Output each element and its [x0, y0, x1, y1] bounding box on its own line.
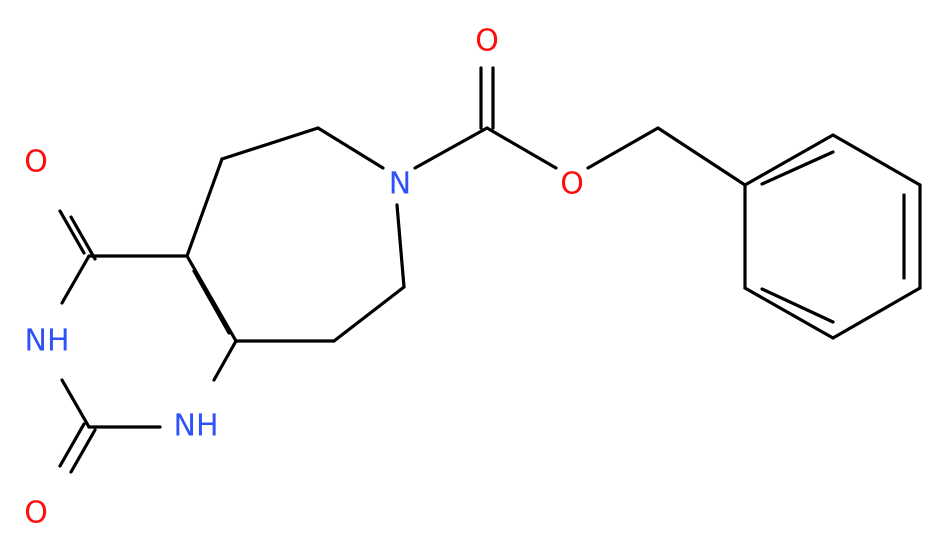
bond-ph-inner-3 [760, 287, 835, 324]
bond-n3-c4 [60, 254, 91, 305]
bond-c4a-c9a-inner [192, 269, 231, 335]
atom-nh-3: NH [25, 324, 70, 359]
bond-c4-o-a [58, 209, 86, 255]
bonds [58, 66, 922, 474]
bond-ph-inner-1 [760, 150, 835, 186]
bond-c4a-c5 [185, 157, 224, 258]
bond-n7-cc [413, 126, 489, 170]
bond-n7-c8 [395, 203, 406, 289]
bond-c8-c9 [332, 285, 406, 343]
bond-ph-1 [743, 133, 835, 187]
bond-oe-ch2 [586, 126, 660, 170]
atom-o-urea: O [24, 496, 48, 531]
bond-cc-oe [485, 126, 558, 170]
atom-o-carbonyl: O [475, 24, 499, 59]
bond-c4-o-b [69, 215, 97, 261]
bond-ph-5 [743, 286, 835, 340]
bond-c2-o-b [69, 428, 97, 474]
bond-c9a-n1 [212, 339, 238, 382]
bond-ph-2 [831, 133, 922, 187]
bond-c6-n7 [316, 126, 385, 170]
bond-c5-c6 [220, 126, 320, 161]
atom-n-ring: N [389, 167, 411, 202]
atom-o-ketone: O [24, 145, 48, 180]
bond-ph-4 [831, 286, 922, 340]
bond-c4a-c9a [185, 254, 238, 343]
atom-labels: O NH O NH N O O [24, 24, 584, 531]
bond-c2-o-a [58, 422, 86, 468]
bond-ch2-ph [656, 126, 747, 187]
atom-o-ester: O [560, 167, 584, 202]
bond-c2-n3 [60, 378, 91, 429]
atom-nh-1: NH [174, 409, 219, 444]
